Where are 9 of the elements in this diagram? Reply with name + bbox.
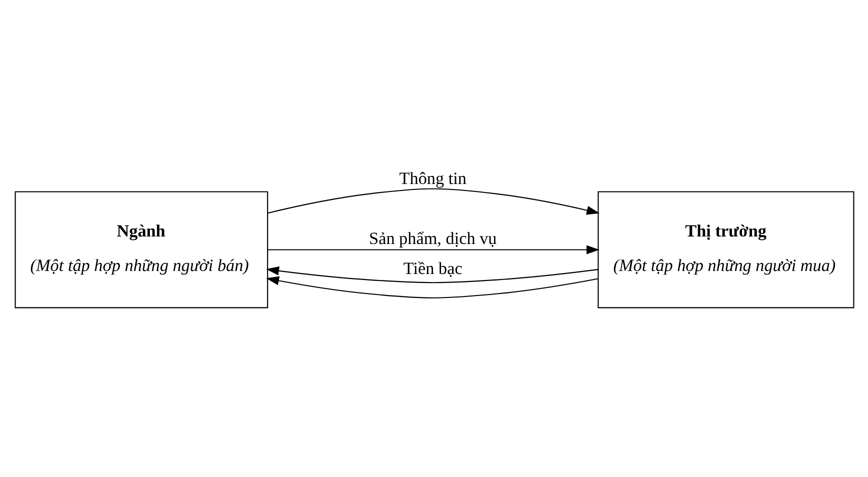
- arrow: [267, 244, 599, 254]
- arrow: [266, 266, 598, 283]
- edge-label: Sản phẩm, dịch vụ: [368, 228, 496, 248]
- node-box: Ngành (Một tập hợp những người bán): [14, 190, 268, 308]
- edge-label: Thông tin: [398, 168, 466, 188]
- arrow: [266, 188, 600, 214]
- node-box: Thị trường (Một tập hợp những người mua): [597, 190, 854, 308]
- edge-label: Tiền bạc: [402, 258, 462, 278]
- arrow: [266, 276, 598, 298]
